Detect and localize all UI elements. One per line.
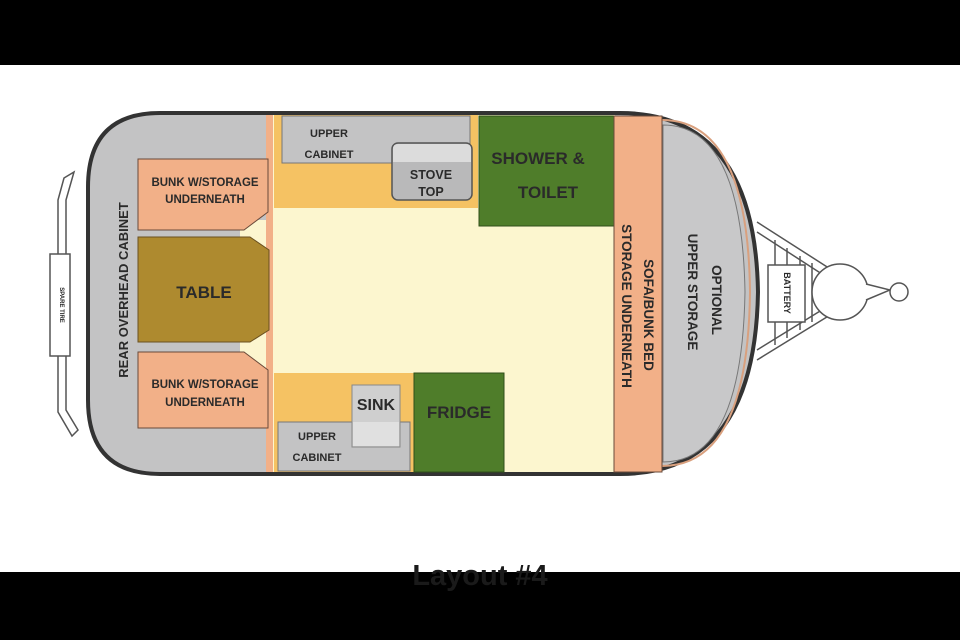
sofa-label-1: SOFA/BUNK BED <box>641 259 656 371</box>
bunk-bottom-label-1: BUNK W/STORAGE <box>151 379 258 391</box>
spare-tire: SPARE TIRE <box>49 170 79 438</box>
bunk-top-label-1: BUNK W/STORAGE <box>151 177 258 189</box>
layout-caption: Layout #4 <box>412 560 548 592</box>
storage-label-2: UPPER STORAGE <box>685 234 700 351</box>
bunk-top-label-2: UNDERNEATH <box>165 194 245 206</box>
hitch <box>756 221 909 361</box>
stove-label-1: STOVE <box>410 168 452 182</box>
fridge-label: FRIDGE <box>427 403 491 422</box>
optional-upper-storage <box>662 124 746 463</box>
upper-cabinet-top-label-1: UPPER <box>310 128 348 140</box>
bunk-top <box>137 158 269 231</box>
upper-cabinet-bottom-label-1: UPPER <box>298 431 336 443</box>
trailer-floor-plan: SPARE TIRE BATTERY REAR OVERHEAD CABINET… <box>49 111 909 476</box>
floor-plan-canvas: SPARE TIRE BATTERY REAR OVERHEAD CABINET… <box>0 65 960 592</box>
upper-cabinet-bottom-label-2: CABINET <box>293 452 342 464</box>
bunk-bottom-label-2: UNDERNEATH <box>165 397 245 409</box>
sofa-bunk-bed <box>613 115 663 473</box>
sink-label: SINK <box>357 397 396 414</box>
table-label: TABLE <box>176 283 231 302</box>
upper-cabinet-top-label-2: CABINET <box>305 149 354 161</box>
shower-label-2: TOILET <box>518 183 579 202</box>
spare-tire-label: SPARE TIRE <box>58 287 64 323</box>
sofa-label-2: STORAGE UNDERNEATH <box>619 224 634 388</box>
storage-label-1: OPTIONAL <box>709 265 724 335</box>
bunk-bottom <box>137 351 269 429</box>
stove-label-2: TOP <box>418 185 443 199</box>
rear-cabinet-label: REAR OVERHEAD CABINET <box>116 202 131 378</box>
battery-label: BATTERY <box>782 272 792 314</box>
table <box>137 236 270 343</box>
shower-toilet <box>478 115 615 227</box>
shower-label-1: SHOWER & <box>491 149 585 168</box>
fridge <box>413 372 505 473</box>
